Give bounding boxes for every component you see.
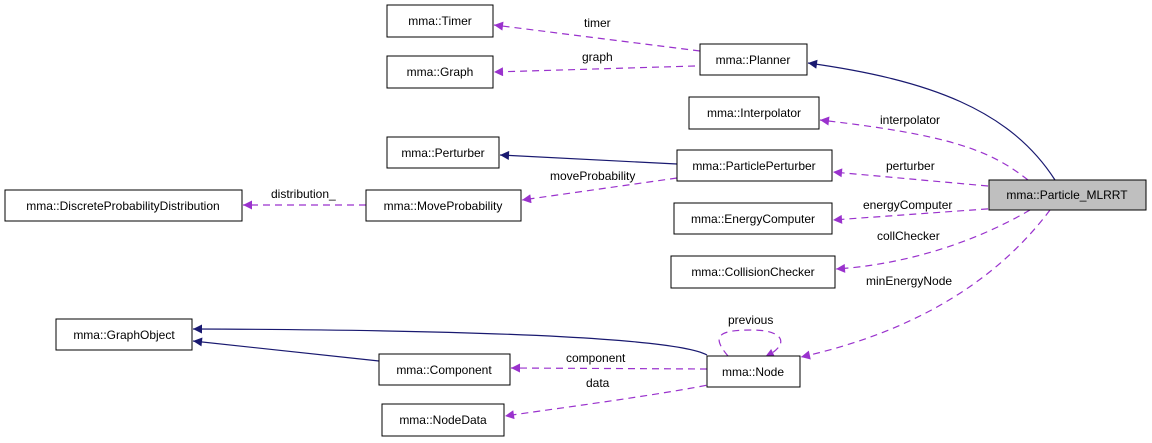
class-node-perturber[interactable]: mma::Perturber [386, 136, 500, 169]
edge-timer [493, 21, 701, 52]
edge-label-energy-computer: energyComputer [863, 198, 952, 212]
edge-coll-checker [835, 209, 1031, 273]
class-node-particle-perturber[interactable]: mma::ParticlePerturber [676, 149, 833, 182]
class-node-label: mma::Node [722, 365, 784, 379]
edge-data [504, 382, 719, 420]
edge-move-probability [521, 177, 678, 204]
class-node-graph[interactable]: mma::Graph [386, 55, 494, 89]
edge-label-graph: graph [582, 50, 613, 64]
edge-label-component: component [566, 351, 626, 365]
class-node-move-probability[interactable]: mma::MoveProbability [365, 189, 522, 222]
edge-graph [493, 65, 696, 77]
edge-perturber-to-particle-perturber [499, 150, 678, 165]
class-node-label: mma::Particle_MLRRT [1006, 188, 1128, 202]
class-node-label: mma::CollisionChecker [691, 265, 814, 279]
edge-label-interpolator: interpolator [880, 113, 940, 127]
class-node-label: mma::EnergyComputer [691, 212, 815, 226]
class-node-label: mma::Interpolator [707, 106, 801, 120]
class-node-label: mma::Graph [407, 65, 474, 79]
edge-label-min-energy-node: minEnergyNode [866, 274, 952, 288]
class-node-node[interactable]: mma::Node [706, 355, 801, 388]
edge-label-timer: timer [584, 16, 611, 30]
class-node-label: mma::Planner [716, 53, 791, 67]
edge-component [510, 363, 708, 373]
edge-graphobject-to-node [192, 324, 708, 356]
edge-label-perturber: perturber [886, 159, 935, 173]
edge-graphobject-to-component [192, 337, 380, 362]
class-node-label: mma::Timer [408, 14, 472, 28]
edge-min-energy-node [800, 209, 1051, 360]
edge-label-coll-checker: collChecker [877, 229, 940, 243]
edge-planner-to-particle-mlrrt [807, 59, 1056, 181]
class-node-timer[interactable]: mma::Timer [386, 4, 494, 38]
class-node-label: mma::MoveProbability [384, 199, 503, 213]
edge-energy-computer [832, 207, 1001, 224]
edge-perturber [832, 168, 989, 187]
class-node-energy-computer[interactable]: mma::EnergyComputer [673, 202, 833, 235]
class-node-interpolator[interactable]: mma::Interpolator [688, 96, 820, 130]
class-node-label: mma::Component [396, 363, 492, 377]
class-node-label: mma::Perturber [401, 146, 484, 160]
class-node-label: mma::NodeData [399, 413, 487, 427]
edge-label-move-probability: moveProbability [550, 169, 635, 183]
class-node-planner[interactable]: mma::Planner [699, 43, 808, 76]
class-node-particle-mlrrt[interactable]: mma::Particle_MLRRT [988, 179, 1147, 211]
edge-previous [718, 329, 782, 358]
class-node-discrete-probability-distribution[interactable]: mma::DiscreteProbabilityDistribution [4, 189, 243, 222]
class-node-label: mma::DiscreteProbabilityDistribution [26, 199, 219, 213]
edge-label-data: data [586, 376, 610, 390]
edge-label-distribution: distribution_ [271, 187, 336, 201]
class-node-label: mma::GraphObject [73, 328, 175, 342]
class-node-graph-object[interactable]: mma::GraphObject [55, 318, 193, 351]
class-node-collision-checker[interactable]: mma::CollisionChecker [670, 255, 836, 289]
class-node-node-data[interactable]: mma::NodeData [381, 403, 505, 437]
edge-label-previous: previous [728, 313, 773, 327]
class-node-label: mma::ParticlePerturber [692, 159, 815, 173]
class-node-component[interactable]: mma::Component [378, 353, 511, 386]
edge-interpolator [819, 116, 1029, 181]
